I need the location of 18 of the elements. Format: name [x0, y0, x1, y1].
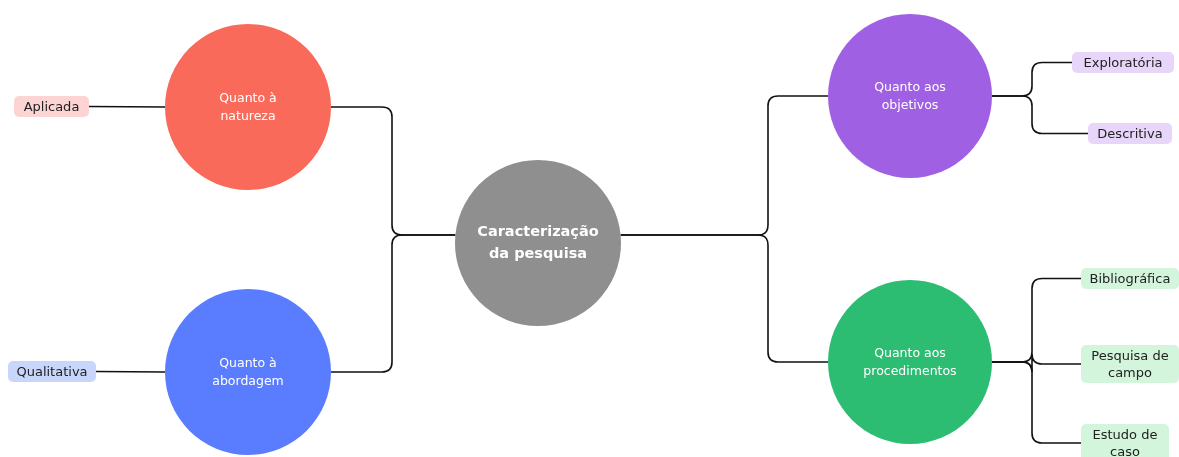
- connector-line: [991, 361, 1082, 444]
- category-tag: Descritiva: [1088, 123, 1172, 144]
- connector-line: [330, 234, 457, 373]
- category-tag: Bibliográfica: [1081, 268, 1179, 289]
- topic-text: Caracterização da pesquisa: [477, 222, 599, 263]
- category-tag: Aplicada: [14, 96, 89, 117]
- connector-line: [991, 95, 1089, 135]
- category-tag: Qualitativa: [8, 361, 96, 382]
- category-tag: Estudo de caso: [1081, 424, 1169, 457]
- category-tag: Pesquisa de campo: [1081, 345, 1179, 383]
- connector-line: [88, 105, 166, 108]
- connector-line: [619, 234, 829, 363]
- topic-text: Quanto à natureza: [218, 88, 278, 125]
- topic-text: Quanto aos objetivos: [873, 77, 947, 114]
- category-tag: Exploratória: [1072, 52, 1174, 73]
- topic-text: Quanto aos procedimentos: [862, 343, 958, 380]
- topic-text: Quanto à abordagem: [211, 353, 285, 390]
- connector-line: [95, 370, 166, 373]
